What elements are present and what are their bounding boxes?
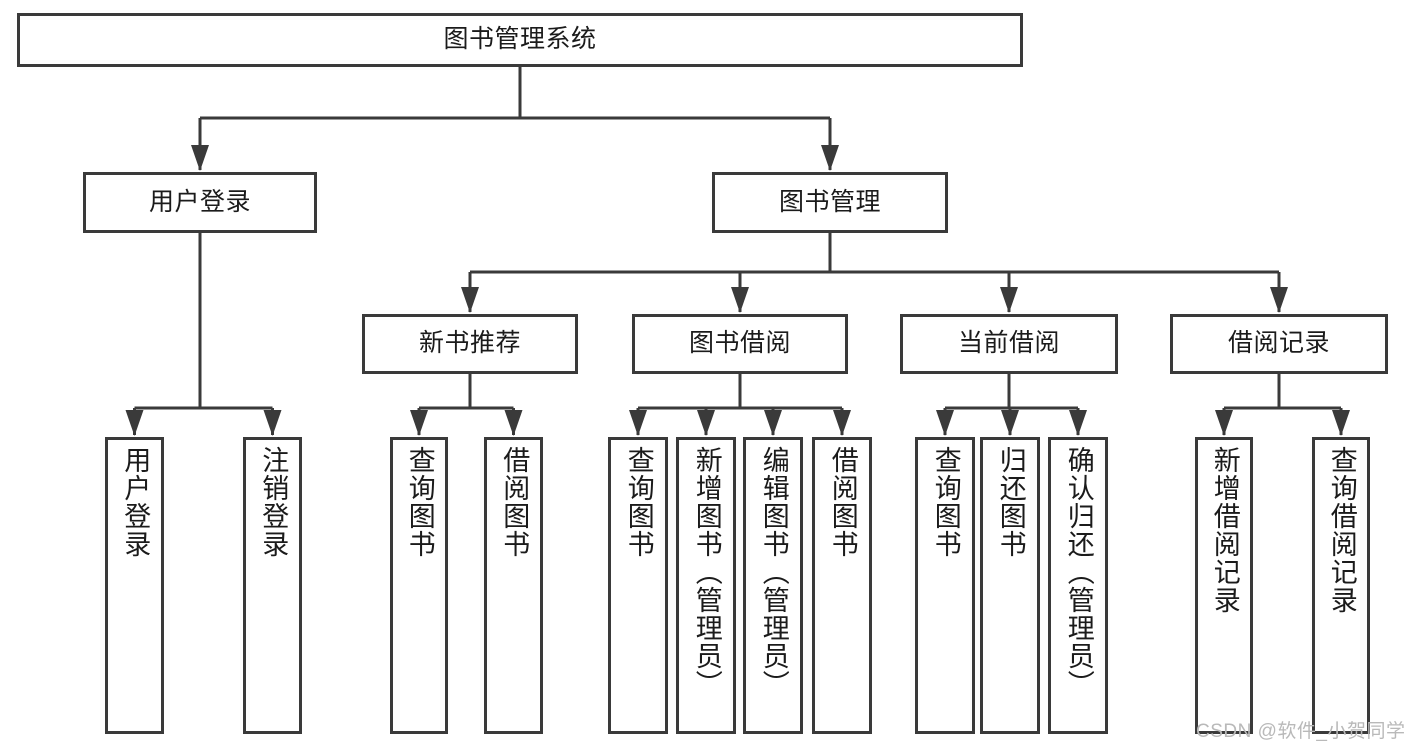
- node-label: 查询图书: [623, 446, 654, 558]
- node-leaf-query-book-c[interactable]: 查询图书: [915, 437, 975, 734]
- node-label: 借阅图书: [827, 446, 858, 558]
- node-label: 编辑图书（管理员）: [758, 446, 789, 698]
- node-leaf-query-book-a[interactable]: 查询图书: [390, 437, 448, 734]
- node-label: 当前借阅: [957, 329, 1060, 358]
- node-label: 查询图书: [930, 446, 961, 558]
- node-book-borrow[interactable]: 图书借阅: [632, 314, 848, 374]
- node-leaf-edit-book[interactable]: 编辑图书（管理员）: [743, 437, 803, 734]
- node-leaf-add-record[interactable]: 新增借阅记录: [1195, 437, 1253, 734]
- node-label: 确认归还（管理员）: [1063, 446, 1094, 698]
- node-label: 查询借阅记录: [1326, 446, 1357, 614]
- node-label: 借阅记录: [1227, 329, 1330, 358]
- node-leaf-confirm-return[interactable]: 确认归还（管理员）: [1048, 437, 1108, 734]
- node-leaf-user-login[interactable]: 用户登录: [105, 437, 164, 734]
- node-label: 图书管理: [778, 187, 881, 216]
- node-current-borrow[interactable]: 当前借阅: [900, 314, 1118, 374]
- node-label: 借阅图书: [499, 446, 530, 558]
- node-label: 注销登录: [258, 446, 289, 558]
- node-leaf-add-book[interactable]: 新增图书（管理员）: [676, 437, 736, 734]
- node-label: 新增图书（管理员）: [691, 446, 722, 698]
- node-label: 新书推荐: [418, 329, 521, 358]
- node-leaf-logout[interactable]: 注销登录: [243, 437, 302, 734]
- node-label: 图书管理系统: [443, 25, 597, 54]
- node-book-manage[interactable]: 图书管理: [712, 172, 948, 233]
- node-label: 用户登录: [148, 187, 251, 216]
- node-new-book-rec[interactable]: 新书推荐: [362, 314, 578, 374]
- node-label: 查询图书: [404, 446, 435, 558]
- node-leaf-query-book-b[interactable]: 查询图书: [608, 437, 668, 734]
- node-borrow-record[interactable]: 借阅记录: [1170, 314, 1388, 374]
- watermark-text: CSDN @软件_小贺同学: [1196, 721, 1405, 742]
- node-user-login[interactable]: 用户登录: [83, 172, 317, 233]
- node-root[interactable]: 图书管理系统: [17, 13, 1023, 67]
- node-leaf-return-book[interactable]: 归还图书: [980, 437, 1040, 734]
- node-label: 归还图书: [995, 446, 1026, 558]
- node-label: 新增借阅记录: [1209, 446, 1240, 614]
- node-leaf-borrow-book-b[interactable]: 借阅图书: [812, 437, 872, 734]
- node-label: 图书借阅: [688, 329, 791, 358]
- node-label: 用户登录: [120, 446, 151, 558]
- node-leaf-borrow-book-a[interactable]: 借阅图书: [484, 437, 543, 734]
- node-leaf-query-record[interactable]: 查询借阅记录: [1312, 437, 1370, 734]
